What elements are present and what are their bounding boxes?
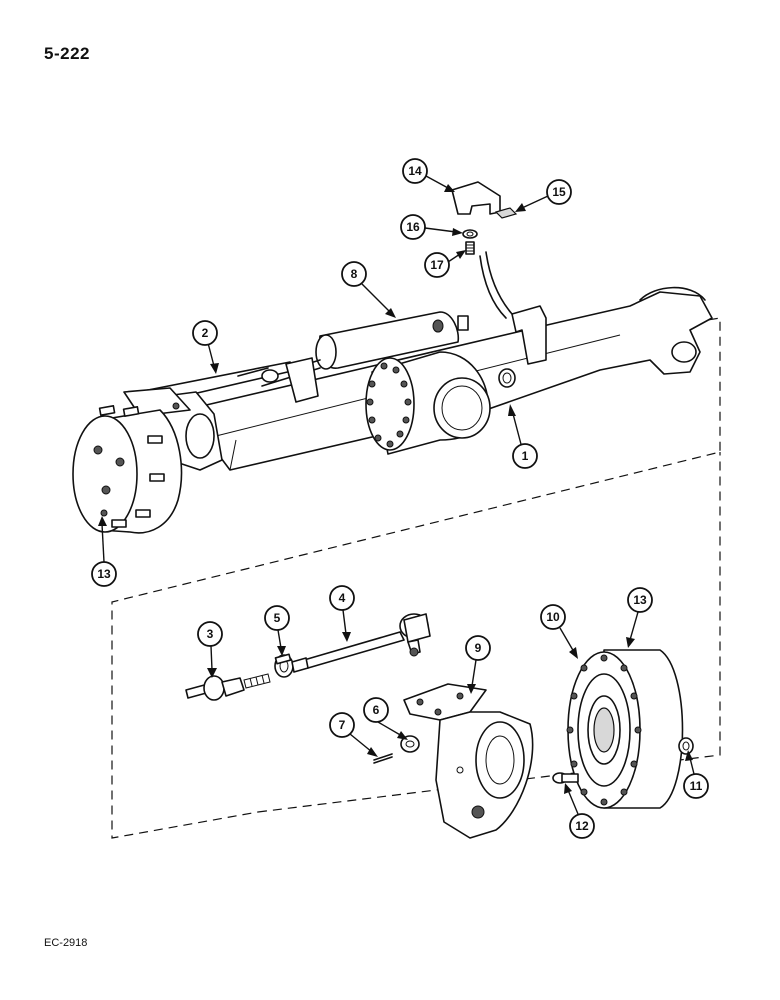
callout-label-4: 4 [339,591,346,605]
clamp [274,653,294,678]
axle-assembly [72,251,713,534]
castle-nut [400,735,420,753]
tie-rod-end [185,673,271,701]
callout-label-1: 1 [522,449,529,463]
hub-nut [678,737,694,755]
page-number: 5-222 [44,44,90,63]
tie-rod-tube [291,613,431,673]
callout-4: 4 [329,585,355,642]
callout-label-17: 17 [430,258,444,272]
callout-7: 7 [329,712,378,757]
cotter-pin [373,753,393,764]
callout-5: 5 [264,605,290,656]
callout-label-10: 10 [546,610,560,624]
callout-label-3: 3 [207,627,214,641]
callout-16: 16 [400,214,463,240]
callout-label-6: 6 [373,703,380,717]
callout-8: 8 [341,261,396,318]
callout-label-7: 7 [339,718,346,732]
callout-2: 2 [192,320,219,374]
callout-6: 6 [363,697,408,740]
callout-label-16: 16 [406,220,420,234]
exploded-view-boundary [111,317,721,839]
callout-13-upper: 13 [91,516,117,587]
cap-part [451,181,501,215]
callout-label-14: 14 [408,164,422,178]
hub-flange [566,649,684,809]
callout-label-15: 15 [552,185,566,199]
plate-part [494,207,518,219]
hub-bolt [552,772,579,784]
steering-knuckle [403,683,534,839]
callout-label-11: 11 [690,779,703,793]
callout-14: 14 [402,158,455,192]
wheel-hub [72,405,183,534]
beam-bracket [511,305,547,365]
callout-9: 9 [465,635,491,694]
callout-label-12: 12 [575,819,589,833]
callout-label-9: 9 [475,641,482,655]
callout-label-13-lower: 13 [633,593,647,607]
callout-10: 10 [540,604,578,659]
washer-part [462,229,478,239]
callout-label-8: 8 [351,267,358,281]
callout-3: 3 [197,621,223,678]
callout-1: 1 [508,404,538,469]
callout-label-13-upper: 13 [97,567,111,581]
screw-part [465,241,475,255]
pivot-flange [365,357,415,451]
callout-17: 17 [424,250,466,278]
callout-label-5: 5 [274,611,281,625]
callout-12: 12 [564,783,595,839]
callout-11: 11 [683,750,709,799]
callout-13-lower: 13 [626,587,653,648]
callout-15: 15 [515,179,572,212]
figure-code: EC-2918 [44,937,88,949]
callout-label-2: 2 [202,326,209,340]
